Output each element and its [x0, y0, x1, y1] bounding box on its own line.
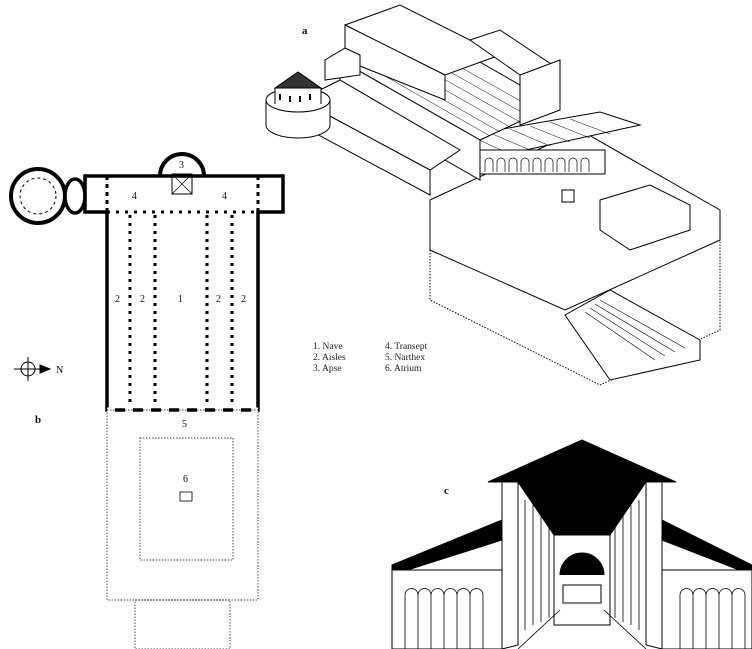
- label-atrium: 6: [183, 474, 188, 485]
- legend-item-aisles: 2. Aisles: [313, 353, 346, 363]
- compass-icon: [14, 357, 52, 381]
- figure-label-c: c: [444, 485, 449, 497]
- legend: 1. Nave 4. Transept 2. Aisles 5. Narthex…: [313, 342, 475, 374]
- compass-north-label: N: [56, 365, 63, 376]
- label-aisle-1: 2: [115, 294, 120, 305]
- figure-label-b: b: [35, 414, 41, 426]
- plan-labels: 3 4 4 2 2 1 2 2 5 6: [115, 160, 246, 485]
- legend-item-transept: 4. Transept: [385, 342, 428, 352]
- figure-label-a: a: [302, 25, 308, 37]
- label-aisle-3: 2: [216, 294, 221, 305]
- label-nave: 1: [178, 294, 183, 305]
- axonometric-view: [265, 4, 721, 386]
- legend-item-atrium: 6. Atrium: [385, 364, 422, 374]
- legend-item-apse: 3. Apse: [313, 364, 342, 374]
- label-aisle-2: 2: [140, 294, 145, 305]
- label-narthex: 5: [182, 419, 187, 430]
- label-aisle-4: 2: [241, 294, 246, 305]
- label-transept-right: 4: [222, 191, 227, 202]
- section-view: [391, 439, 752, 649]
- legend-item-narthex: 5. Narthex: [385, 353, 426, 363]
- label-transept-left: 4: [132, 191, 137, 202]
- label-apse: 3: [179, 160, 184, 171]
- floor-plan: [9, 152, 285, 649]
- legend-item-nave: 1. Nave: [313, 342, 343, 352]
